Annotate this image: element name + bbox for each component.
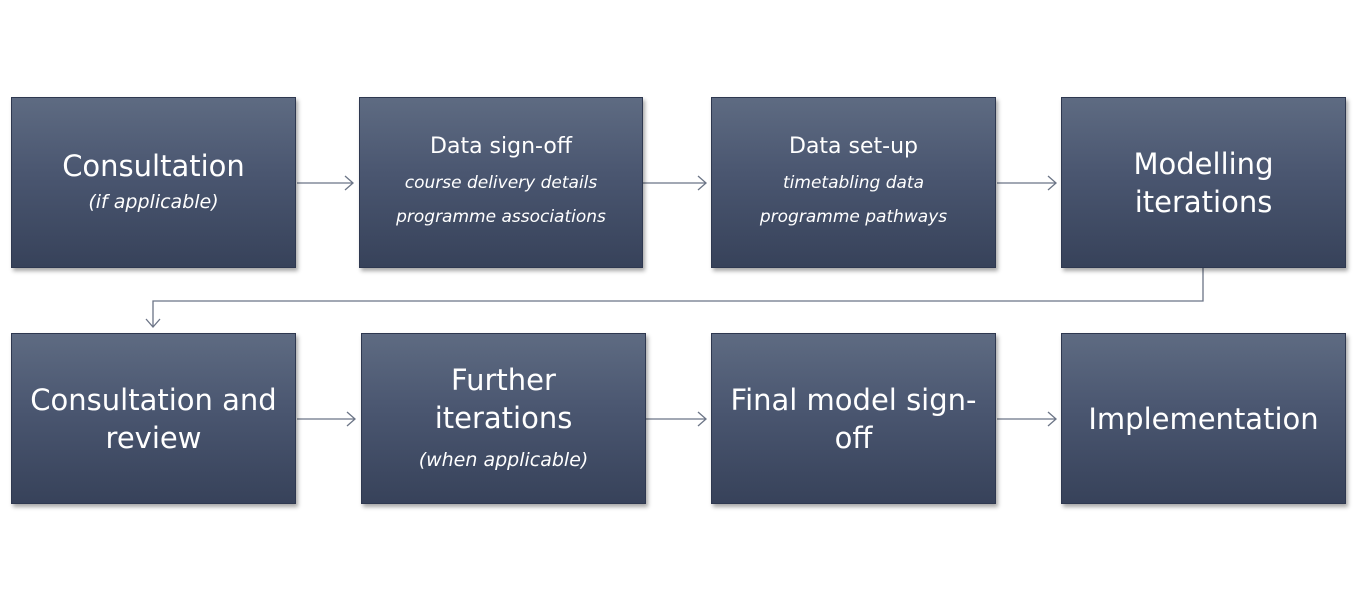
arrow-modelling-to-consultation-review: [152, 268, 1204, 326]
step-data-setup: Data set-up timetabling data programme p…: [711, 97, 996, 268]
step-title-line: Final model sign-: [730, 382, 977, 417]
step-title-line: review: [105, 420, 202, 455]
step-implementation: Implementation: [1061, 333, 1346, 504]
step-detail: timetabling data: [783, 172, 924, 193]
step-title: Consultation: [62, 148, 245, 183]
step-title: Data set-up: [789, 133, 918, 159]
step-title: Data sign-off: [430, 133, 572, 159]
step-detail: course delivery details: [404, 172, 598, 193]
step-title-line: iterations: [1134, 184, 1273, 219]
step-title: Implementation: [1088, 401, 1319, 436]
step-data-signoff: Data sign-off course delivery details pr…: [359, 97, 643, 268]
step-title-line: Modelling: [1133, 146, 1274, 181]
step-title-line: Consultation and: [30, 382, 277, 417]
step-modelling-iterations: Modelling iterations: [1061, 97, 1346, 268]
step-further-iterations: Further iterations (when applicable): [361, 333, 646, 504]
step-detail: (when applicable): [418, 448, 589, 471]
step-title-line: iterations: [434, 400, 573, 435]
step-consultation-and-review: Consultation and review: [11, 333, 296, 504]
step-detail: programme pathways: [759, 206, 948, 227]
step-title-line: off: [834, 420, 873, 455]
step-title-line: Further: [451, 362, 556, 397]
step-consultation: Consultation (if applicable): [11, 97, 296, 268]
step-detail: programme associations: [396, 206, 606, 227]
step-final-model-signoff: Final model sign- off: [711, 333, 996, 504]
step-detail: (if applicable): [88, 190, 219, 213]
